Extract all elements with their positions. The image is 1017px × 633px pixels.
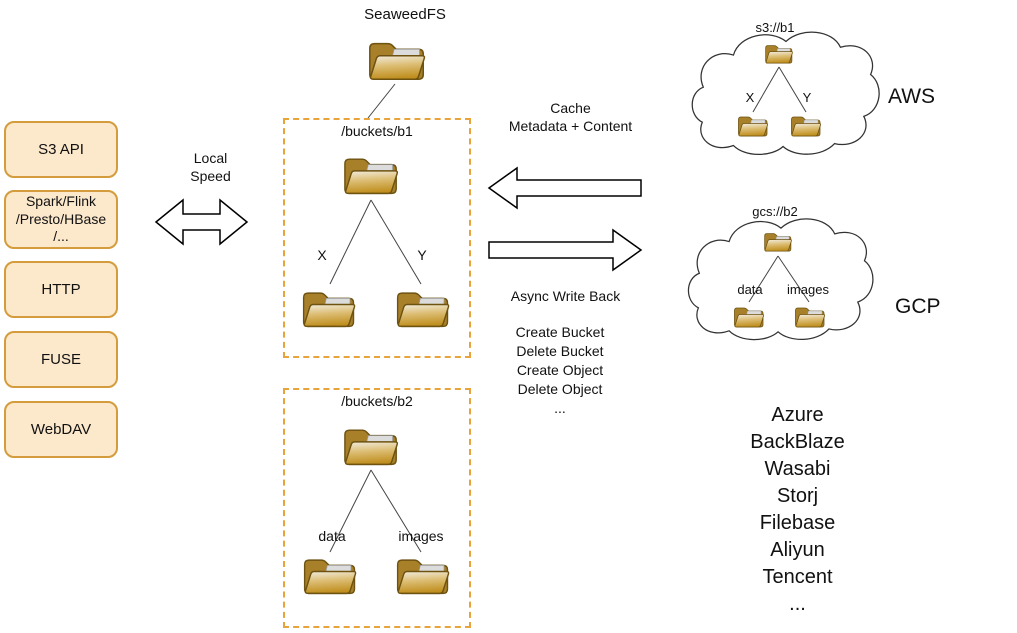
gcp-child-images-label: images [787,282,829,297]
bucket-b1-folder-icon [342,152,400,197]
bucket-b1-y-folder-icon [395,286,451,330]
sync-op: ... [554,400,566,416]
provider-item: Aliyun [770,539,825,561]
provider-item: BackBlaze [750,431,845,453]
bucket-b1-child-x-label: X [317,247,327,263]
seaweedfs-title: SeaweedFS [364,6,446,23]
bucket-b1-child-y-label: Y [417,247,427,263]
api-box-s3: S3 API [4,121,118,178]
bucket-b2-box [283,388,471,628]
bucket-b1-title: /buckets/b1 [341,123,413,139]
gcp-images-folder-icon [794,304,826,329]
sync-op: Create Object [516,362,604,378]
hollow-arrow-left [487,166,642,210]
aws-child-y-label: Y [802,90,812,105]
gcp-root-folder-icon [763,230,793,253]
bucket-b2-child-images-label: images [398,528,444,544]
bucket-b2-images-folder-icon [395,553,451,597]
bucket-b1-x-folder-icon [301,286,357,330]
gcp-label: GCP [895,295,941,318]
api-box-spark: Spark/Flink /Presto/HBase /... [4,190,118,249]
aws-child-x-label: X [745,90,755,105]
bucket-b2-data-folder-icon [302,553,358,597]
sync-op: Delete Object [517,381,603,397]
seaweedfs-folder-icon [367,36,427,83]
bucket-b2-title: /buckets/b2 [341,393,413,409]
provider-item: Azure [771,404,824,426]
provider-item: ... [789,593,806,615]
gcp-child-data-label: data [737,282,763,297]
api-box-http-label: HTTP [41,281,81,298]
aws-y-folder-icon [790,113,822,138]
cloud-providers-list: Azure BackBlaze Wasabi Storj Filebase Al… [715,402,880,618]
api-box-s3-label: S3 API [38,141,84,158]
api-box-spark-label: Spark/Flink /Presto/HBase /... [15,193,107,245]
async-write-back-label: Async Write Back [510,288,621,304]
aws-root-folder-icon [764,42,794,65]
api-box-fuse-label: FUSE [40,351,81,368]
provider-item: Filebase [759,512,836,534]
bucket-b1-box [283,118,471,358]
sync-op: Create Bucket [515,324,605,340]
hollow-arrow-right [488,228,643,272]
sync-operations-list: Create Bucket Delete Bucket Create Objec… [485,323,635,418]
api-box-http: HTTP [4,261,118,318]
aws-bucket-label: s3://b1 [755,20,795,35]
api-box-webdav-label: WebDAV [30,421,92,438]
api-box-fuse: FUSE [4,331,118,388]
aws-x-folder-icon [737,113,769,138]
bucket-b2-child-data-label: data [318,528,346,544]
gcp-bucket-label: gcs://b2 [752,204,798,219]
provider-item: Tencent [762,566,833,588]
cache-label: Cache Metadata + Content [508,100,633,134]
gcp-data-folder-icon [733,304,765,329]
bucket-b2-folder-icon [342,423,400,468]
aws-label: AWS [888,85,936,108]
seaweedfs-to-b1-line [367,83,396,119]
local-speed-label: Local Speed [190,150,231,184]
api-box-webdav: WebDAV [4,401,118,458]
provider-item: Storj [776,485,819,507]
provider-item: Wasabi [764,458,831,480]
double-headed-hollow-arrow [154,198,249,246]
sync-op: Delete Bucket [516,343,604,359]
